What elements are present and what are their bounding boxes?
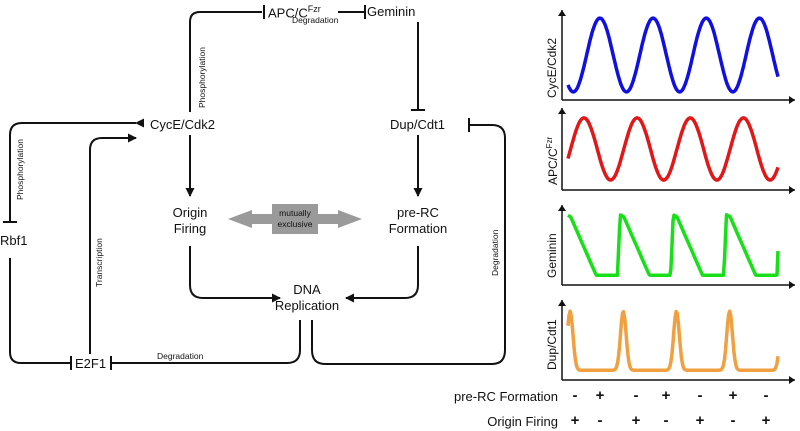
node-apc-sup: Fzr xyxy=(307,4,321,14)
plot-label-apc-sup: Fzr xyxy=(545,136,554,149)
prerc-sign-4: + xyxy=(661,387,671,404)
mutually-exclusive-line1: mutually xyxy=(279,208,311,218)
edge-rbf1-e2f1 xyxy=(9,258,70,364)
node-prerc-formation: pre-RC Formation xyxy=(378,205,458,237)
origin-sign-2: - xyxy=(597,412,603,429)
edge-label-phosphorylation-left: Phosphorylation xyxy=(15,139,25,200)
node-prerc-line1: pre-RC xyxy=(397,205,439,220)
node-geminin: Geminin xyxy=(367,4,416,19)
node-prerc-line2: Formation xyxy=(388,221,448,236)
origin-sign-1: + xyxy=(570,412,580,429)
node-dna-line2: Replication xyxy=(274,298,340,313)
plot-curve-cyce xyxy=(566,16,780,94)
plot-curve-apc xyxy=(566,116,780,182)
origin-sign-4: - xyxy=(663,412,669,429)
node-apc-main: APC/C xyxy=(268,5,308,21)
edge-label-degradation-right: Degradation xyxy=(490,229,500,276)
plot-y-arrow-apc xyxy=(558,108,566,114)
plot-curve-dup xyxy=(566,309,780,372)
prerc-sign-5: - xyxy=(697,387,703,404)
edge-label-degradation-bottom: Degradation xyxy=(157,351,204,361)
prerc-sign-6: + xyxy=(728,387,738,404)
plot-y-arrow-dup xyxy=(558,300,566,306)
node-origin-firing: Origin Firing xyxy=(160,205,220,237)
node-origin-line2: Firing xyxy=(173,221,207,236)
origin-sign-7: + xyxy=(761,412,771,429)
edge-prerc-dna xyxy=(345,246,419,303)
node-apc: APC/CFzr xyxy=(268,4,321,20)
plot-curve-geminin xyxy=(567,213,780,277)
plot-x-arrow-cyce xyxy=(789,96,795,104)
edge-origin-dna xyxy=(189,246,281,303)
plot-label-apc-main: APC/C xyxy=(546,148,560,185)
edge-cyce-apc xyxy=(189,11,262,112)
plot-y-arrow-cyce xyxy=(558,10,566,16)
node-cyce: CycE/Cdk2 xyxy=(150,117,216,132)
edge-label-degradation-top: Degradation xyxy=(292,15,339,25)
edge-label-phosphorylation-top: Phosphorylation xyxy=(197,47,207,108)
plot-x-arrow-geminin xyxy=(789,281,795,289)
prerc-sign-3: - xyxy=(633,387,639,404)
prerc-sign-1: - xyxy=(572,387,578,404)
plot-y-arrow-geminin xyxy=(558,205,566,211)
edge-e2f1-cyce xyxy=(89,133,137,354)
edge-cyce-rbf1 xyxy=(9,118,144,222)
row-label-origin: Origin Firing xyxy=(487,414,558,429)
edge-label-transcription: Transcription xyxy=(94,238,104,287)
edge-dna-e2f1 xyxy=(112,320,301,364)
node-rbf1: Rbf1 xyxy=(0,233,28,248)
plot-label-dup: Dup/Cdt1 xyxy=(545,319,559,370)
origin-sign-3: + xyxy=(631,412,641,429)
plot-x-arrow-dup xyxy=(789,376,795,384)
origin-sign-6: - xyxy=(730,412,736,429)
node-origin-line1: Origin xyxy=(172,205,208,220)
plot-label-geminin: Geminin xyxy=(545,233,559,278)
edge-dna-dup xyxy=(311,124,506,365)
prerc-sign-7: - xyxy=(763,387,769,404)
time-course-plots xyxy=(558,10,795,384)
mutually-exclusive-box: mutually exclusive xyxy=(272,204,318,234)
mutually-exclusive-line2: exclusive xyxy=(277,219,313,229)
plot-label-cyce: CycE/Cdk2 xyxy=(545,37,559,98)
node-dna-line1: DNA xyxy=(293,282,321,297)
plot-x-arrow-apc xyxy=(789,186,795,194)
origin-sign-5: + xyxy=(695,412,705,429)
plot-label-apc: APC/CFzr xyxy=(545,137,560,185)
row-label-prerc: pre-RC Formation xyxy=(453,389,558,404)
node-dup: Dup/Cdt1 xyxy=(390,117,445,132)
node-e2f1: E2F1 xyxy=(75,356,107,371)
prerc-sign-2: + xyxy=(595,387,605,404)
node-dna-replication: DNA Replication xyxy=(262,282,352,314)
